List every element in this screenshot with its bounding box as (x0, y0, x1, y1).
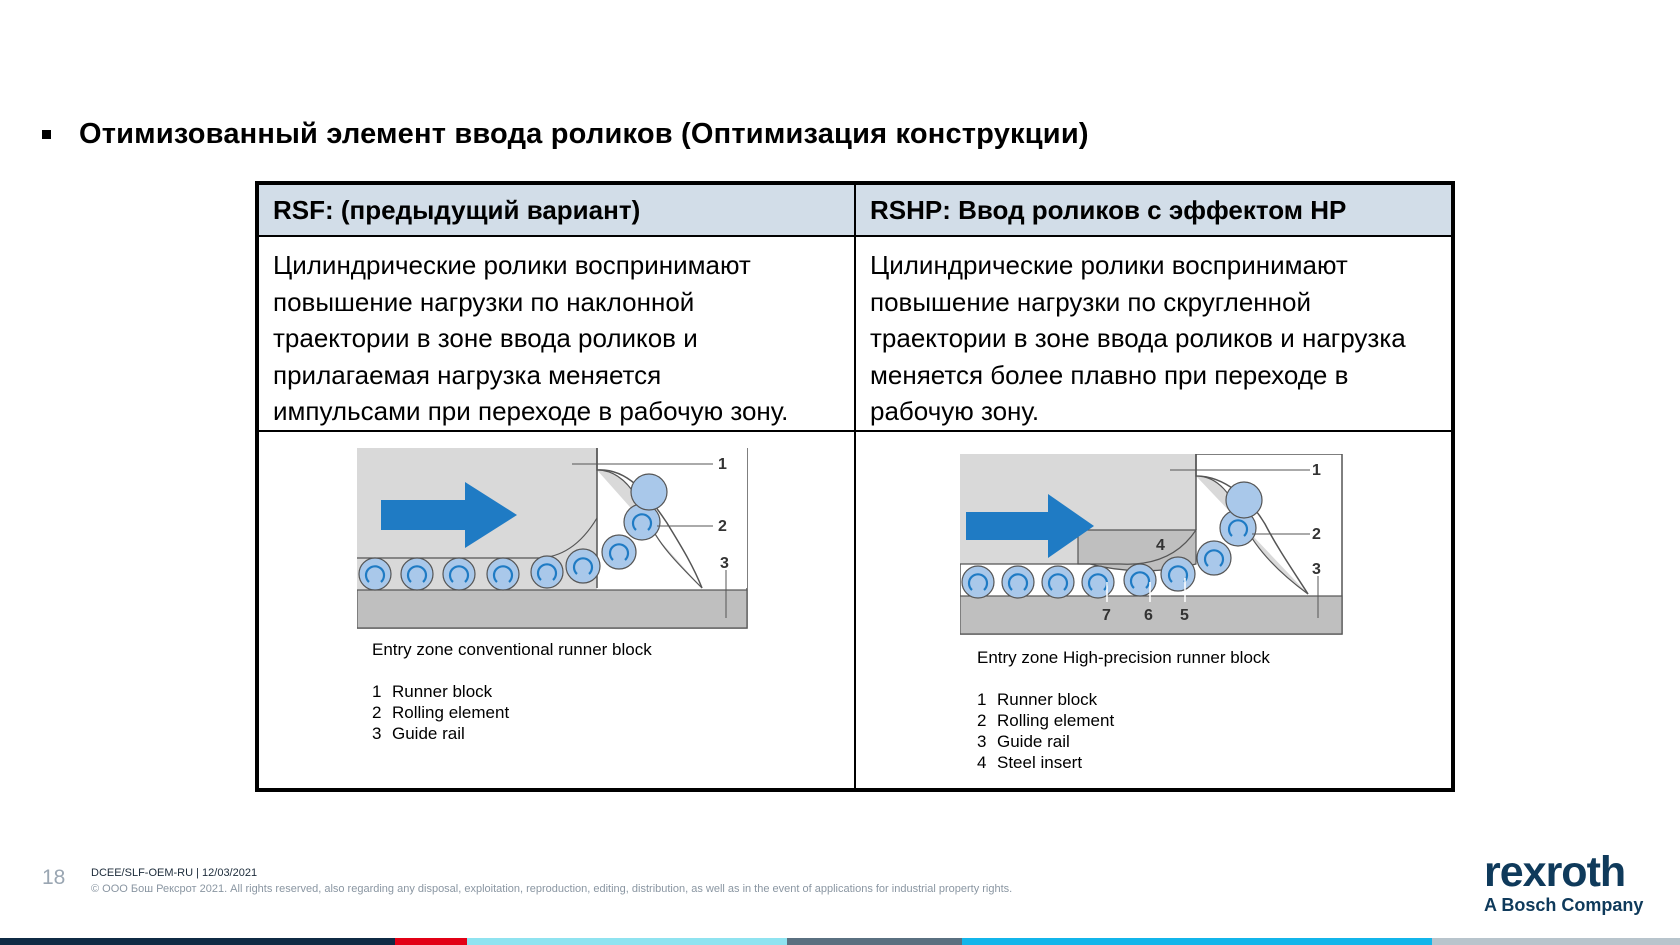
rexroth-logo: rexroth A Bosch Company (1484, 850, 1644, 916)
slide-heading-row: Отимизованный элемент ввода роликов (Опт… (42, 118, 1089, 151)
roller (1123, 562, 1157, 597)
rshp-description-line: Цилиндрические ролики воспринимают (870, 250, 1348, 280)
bottom-color-bar (0, 938, 1680, 945)
rsf-figure-cell: 1 2 3 Entry zone conventional runner blo… (256, 429, 856, 791)
legend-label: Guide rail (392, 723, 465, 743)
callout-2: 2 (718, 518, 727, 535)
legend-row: 1 Runner block (372, 681, 509, 702)
roller (486, 556, 520, 591)
legend-num: 2 (372, 702, 382, 722)
roller (1081, 564, 1115, 599)
roller (400, 556, 434, 591)
feed-direction-arrow (966, 493, 1094, 558)
rshp-entry-zone-diagram: 1 2 3 4 5 6 7 (960, 453, 1343, 635)
bar-segment (787, 938, 962, 945)
legend-num: 2 (977, 710, 987, 730)
rshp-description-line: меняется более плавно при переходе в (870, 359, 1349, 390)
callout-3: 3 (1312, 561, 1321, 578)
footer-copyright: © ООО Бош Рексрот 2021. All rights reser… (91, 883, 1013, 895)
callout-3: 3 (720, 555, 729, 572)
rsf-description-line: повышение нагрузки по наклонной (273, 286, 695, 317)
legend-num: 1 (372, 681, 382, 701)
footer-document-id: DCEE/SLF-OEM-RU | 12/03/2021 (91, 867, 258, 879)
rsf-figure-legend: 1 Runner block 2 Rolling element 3 Guide ra… (372, 681, 509, 744)
rsf-description: Цилиндрические ролики воспринимают повыш… (256, 235, 856, 432)
rshp-description-line: повышение нагрузки по скругленной (870, 286, 1311, 317)
roller (630, 472, 668, 511)
callout-4: 4 (1156, 537, 1165, 554)
legend-row: 2 Rolling element (372, 702, 509, 723)
roller (358, 556, 392, 591)
legend-label: Rolling element (392, 702, 510, 722)
bar-segment (0, 938, 395, 945)
roller (601, 533, 637, 570)
bar-segment (395, 938, 467, 945)
roller (1225, 480, 1263, 519)
rsf-description-line: Цилиндрические ролики воспринимают (273, 250, 751, 280)
brand-name: rexroth (1484, 848, 1626, 896)
roller (961, 564, 995, 599)
legend-num: 3 (977, 731, 987, 751)
rshp-description: Цилиндрические ролики воспринимают повыш… (854, 235, 1454, 432)
legend-num: 4 (977, 752, 987, 772)
callout-1: 1 (718, 456, 727, 473)
legend-row: 4 Steel insert (977, 752, 1114, 773)
bar-segment (962, 938, 1432, 945)
legend-num: 3 (372, 723, 382, 743)
rshp-description-line: рабочую зону. (870, 396, 1040, 426)
table-header-rshp: RSHP: Ввод роликов с эффектом HP (854, 182, 1454, 237)
legend-row: 2 Rolling element (977, 710, 1114, 731)
rshp-figure-legend: 1 Runner block 2 Rolling element 3 Guide ra… (977, 689, 1114, 773)
roller (1160, 555, 1196, 592)
bar-segment (1432, 938, 1680, 945)
table-header-rsf: RSF: (предыдущий вариант) (256, 182, 856, 237)
callout-6: 6 (1144, 607, 1153, 624)
legend-row: 3 Guide rail (372, 723, 509, 744)
rsf-description-line: траектории в зоне ввода роликов и (273, 323, 698, 353)
roller (530, 554, 564, 589)
legend-num: 1 (977, 689, 987, 709)
rshp-figure-cell: 1 2 3 4 5 6 7 Entry zone High-precision … (854, 429, 1454, 791)
legend-label: Guide rail (997, 731, 1070, 751)
roller (442, 556, 476, 591)
slide-heading: Отимизованный элемент ввода роликов (Опт… (79, 118, 1089, 150)
rsf-figure-caption: Entry zone conventional runner block (372, 639, 652, 659)
callout-2: 2 (1312, 526, 1321, 543)
rshp-description-line: траектории в зоне ввода роликов и нагруз… (870, 323, 1406, 353)
callout-5: 5 (1180, 607, 1189, 624)
page-number: 18 (42, 866, 66, 889)
rshp-figure-caption: Entry zone High-precision runner block (977, 647, 1270, 667)
roller (1041, 564, 1075, 599)
feed-direction-arrow (381, 481, 517, 548)
legend-row: 1 Runner block (977, 689, 1114, 710)
callout-1: 1 (1312, 462, 1321, 479)
legend-row: 3 Guide rail (977, 731, 1114, 752)
bar-segment (467, 938, 787, 945)
rsf-description-line: импульсами при переходе в рабочую зону. (273, 396, 789, 426)
bullet-marker (42, 130, 51, 139)
callout-7: 7 (1102, 607, 1111, 624)
legend-label: Rolling element (997, 710, 1115, 730)
rsf-description-line: прилагаемая нагрузка меняется (273, 359, 662, 390)
legend-label: Runner block (997, 689, 1098, 709)
legend-label: Steel insert (997, 752, 1083, 772)
roller (1001, 564, 1035, 599)
rsf-entry-zone-diagram: 1 2 3 (357, 447, 748, 629)
comparison-table: RSF: (предыдущий вариант) RSHP: Ввод рол… (255, 181, 1455, 792)
roller (565, 547, 601, 584)
roller (1196, 539, 1232, 576)
brand-tagline: A Bosch Company (1484, 895, 1644, 915)
legend-label: Runner block (392, 681, 493, 701)
